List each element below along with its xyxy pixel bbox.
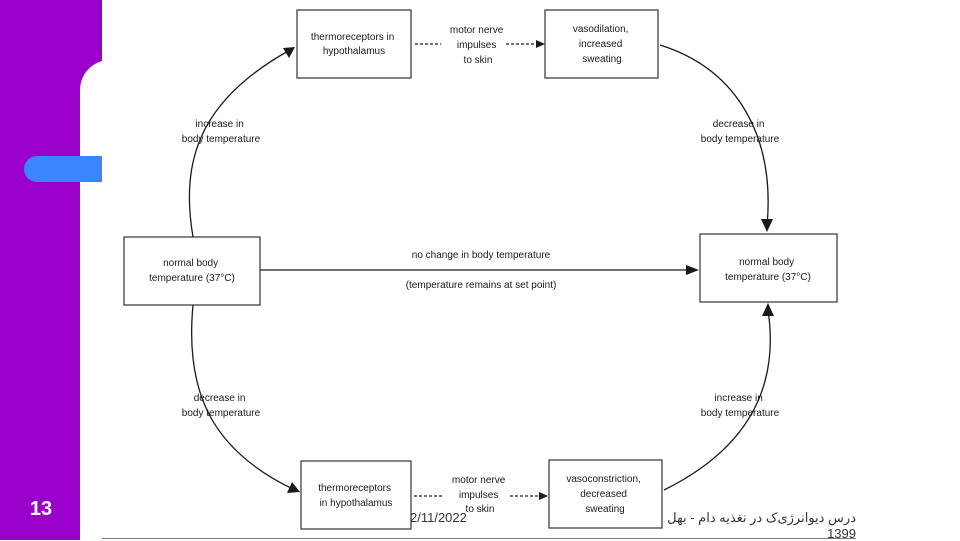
- footer-date: 2/11/2022: [410, 510, 467, 525]
- svg-text:thermoreceptors in hypotha: thermoreceptors in hypothalamus: [318, 483, 394, 509]
- normal-right-box: [699, 233, 838, 303]
- bottom-effect-line: vasoconstriction,: [566, 474, 640, 485]
- top-effect-line: increased: [579, 39, 622, 50]
- svg-text:motor nerve impulses t: motor nerve impulses to skin: [450, 25, 506, 66]
- no-change-label: no change in body temperature: [412, 250, 551, 261]
- top-receptor-box: [296, 9, 412, 79]
- increase-right-line: body temperature: [701, 408, 780, 419]
- svg-text:vasodilation, increased: vasodilation, increased sweating: [573, 24, 631, 65]
- bottom-nerve-line: motor nerve: [452, 475, 506, 486]
- decrease-right-line: body temperature: [701, 134, 780, 145]
- top-effect-line: vasodilation,: [573, 24, 629, 35]
- accent-tab: [24, 156, 102, 182]
- arrowhead: [762, 303, 774, 316]
- svg-text:decrease in body temperatu: decrease in body temperature: [701, 119, 780, 145]
- top-receptor-line: thermoreceptors in: [311, 32, 394, 43]
- svg-text:vasoconstriction, decrease: vasoconstriction, decreased sweating: [566, 474, 643, 515]
- decrease-right-line: decrease in: [713, 119, 765, 130]
- svg-text:decrease in body temperatu: decrease in body temperature: [182, 393, 261, 419]
- normal-right-line: normal body: [739, 257, 794, 268]
- arrowhead: [536, 40, 545, 48]
- normal-right-line: temperature (37°C): [725, 272, 811, 283]
- bottom-receptor-line: thermoreceptors: [318, 483, 391, 494]
- arrowhead: [283, 47, 295, 58]
- decrease-left-line: decrease in: [194, 393, 246, 404]
- increase-right-line: increase in: [714, 393, 762, 404]
- slide-corner: [80, 60, 120, 540]
- footer-course: درس دیوانرژی‌ک در نغذیه دام - بهل 1399: [667, 510, 856, 541]
- bottom-effect-line: decreased: [580, 489, 627, 500]
- bottom-nerve-line: impulses: [459, 490, 498, 501]
- set-point-label: (temperature remains at set point): [406, 280, 557, 291]
- top-effect-line: sweating: [582, 54, 621, 65]
- top-receptor-line: hypothalamus: [323, 46, 385, 57]
- footer-rule: [102, 538, 856, 539]
- top-nerve-line: motor nerve: [450, 25, 504, 36]
- svg-text:increase in body temperatu: increase in body temperature: [701, 393, 780, 419]
- top-nerve-line: impulses: [457, 40, 496, 51]
- normal-left-line: normal body: [163, 258, 218, 269]
- arrow-right-down: [659, 44, 769, 227]
- arrowhead: [686, 265, 699, 275]
- arrow-left-down: [190, 304, 296, 491]
- arrow-left-up: [188, 49, 291, 238]
- arrowhead: [287, 482, 300, 493]
- bottom-effect-line: sweating: [585, 504, 624, 515]
- svg-text:normal body temperature (3: normal body temperature (37°C): [725, 257, 811, 283]
- increase-left-line: increase in: [195, 119, 243, 130]
- svg-text:motor nerve impulses t: motor nerve impulses to skin: [452, 475, 508, 515]
- arrowhead: [761, 219, 773, 232]
- svg-text:thermoreceptors in hypotha: thermoreceptors in hypothalamus: [311, 32, 397, 57]
- decrease-left-line: body temperature: [182, 408, 261, 419]
- increase-left-line: body temperature: [182, 134, 261, 145]
- svg-text:normal body temperature (3: normal body temperature (37°C): [149, 258, 235, 284]
- slide-number: 13: [29, 498, 53, 520]
- bottom-effect-box: [548, 459, 663, 529]
- arrowhead: [539, 492, 548, 500]
- bottom-nerve-line: to skin: [466, 504, 495, 515]
- normal-left-box: [123, 236, 261, 306]
- top-nerve-line: to skin: [464, 55, 493, 66]
- bottom-receptor-line: in hypothalamus: [320, 498, 393, 509]
- svg-text:increase in body temperatu: increase in body temperature: [182, 119, 261, 145]
- normal-left-line: temperature (37°C): [149, 273, 235, 284]
- arrow-right-up: [663, 309, 771, 491]
- bottom-receptor-box: [300, 460, 412, 530]
